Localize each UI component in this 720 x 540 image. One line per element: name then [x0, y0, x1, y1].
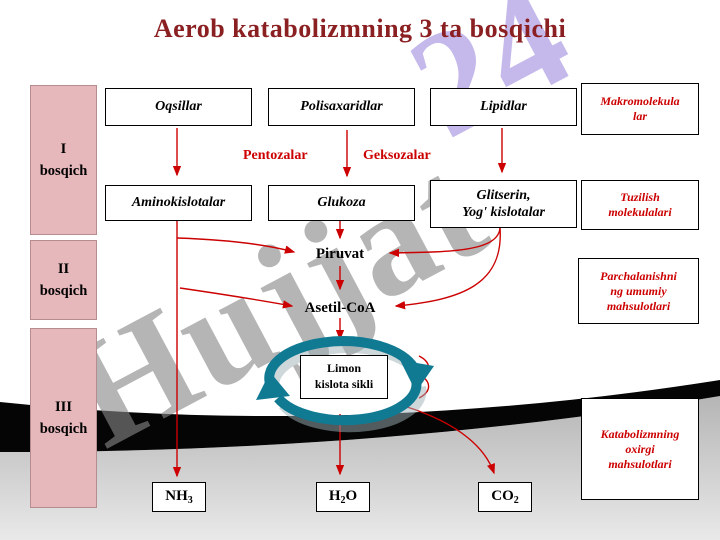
- box-oqsillar: Oqsillar: [105, 88, 252, 126]
- box-h2o: H2O: [316, 482, 370, 512]
- box-lipidlar: Lipidlar: [430, 88, 577, 126]
- stage-2-box: II bosqich: [30, 240, 97, 320]
- box-aminokislotalar: Aminokislotalar: [105, 185, 252, 221]
- label-geksozalar: Geksozalar: [363, 148, 431, 163]
- stage-1-box: I bosqich: [30, 85, 97, 235]
- note-tuzilish-molekulalari: Tuzilish molekulalari: [581, 180, 699, 230]
- box-nh3: NH3: [152, 482, 206, 512]
- note-makromolekulalar: Makromolekula lar: [581, 83, 699, 135]
- box-polisaxaridlar: Polisaxaridlar: [268, 88, 415, 126]
- nh3-formula: NH3: [165, 487, 193, 506]
- note-parchalanish-mahsulotlari: Parchalanishni ng umumiy mahsulotlari: [578, 258, 699, 324]
- co2-formula: CO2: [491, 487, 519, 506]
- label-pentozalar: Pentozalar: [243, 148, 308, 163]
- label-piruvat: Piruvat: [315, 246, 365, 262]
- stage-3-box: III bosqich: [30, 328, 97, 508]
- label-asetil-coa: Asetil-CoA: [304, 300, 376, 316]
- box-glukoza: Glukoza: [268, 185, 415, 221]
- box-glitserin-yog-kislotalar: Glitserin, Yog' kislotalar: [430, 180, 577, 228]
- h2o-formula: H2O: [328, 487, 358, 506]
- slide-title: Aerob katabolizmning 3 ta bosqichi: [153, 14, 567, 43]
- limon-kislota-sikli-box: Limon kislota sikli: [300, 355, 388, 399]
- note-katabolizm-oxirgi-mahsulotlari: Katabolizmning oxirgi mahsulotlari: [581, 398, 699, 500]
- box-co2: CO2: [478, 482, 532, 512]
